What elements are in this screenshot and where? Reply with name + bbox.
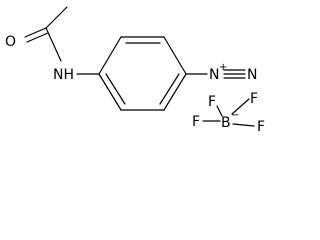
b-f-top-right-bond [231,98,250,115]
fluorine-right-label: F [257,119,265,135]
terminal-n-label: N [247,67,257,83]
ring-bond-4 [163,73,187,111]
ring-bond-6 [98,73,122,111]
fluorine-left-label: F [192,114,200,130]
amide-c-n-bond [45,27,62,62]
ring-inner-double-2 [159,73,180,105]
b-f-top-left-bond [216,105,223,117]
acetyl-methyl-bond [45,6,68,29]
fluorine-top-right-label: F [250,91,258,107]
carbonyl-double-bond-a [24,27,47,38]
amide-nh-label: NH [53,67,74,83]
ring-bond-1 [98,36,122,75]
ring-inner-double-3 [105,73,126,105]
b-f-right-bond [232,123,255,127]
negative-charge-label: − [231,110,239,121]
carbonyl-double-bond-b [26,32,49,43]
oxygen-atom-label: O [5,34,16,50]
boron-atom-label: B [221,115,231,131]
ring-bond-3 [163,36,187,75]
diazonium-n-plus-label: N [209,67,219,83]
positive-charge-label: + [219,62,227,73]
molecule-structure-diagram: O NH N + N B − F F F F [5,6,265,135]
fluorine-top-left-label: F [208,94,216,110]
